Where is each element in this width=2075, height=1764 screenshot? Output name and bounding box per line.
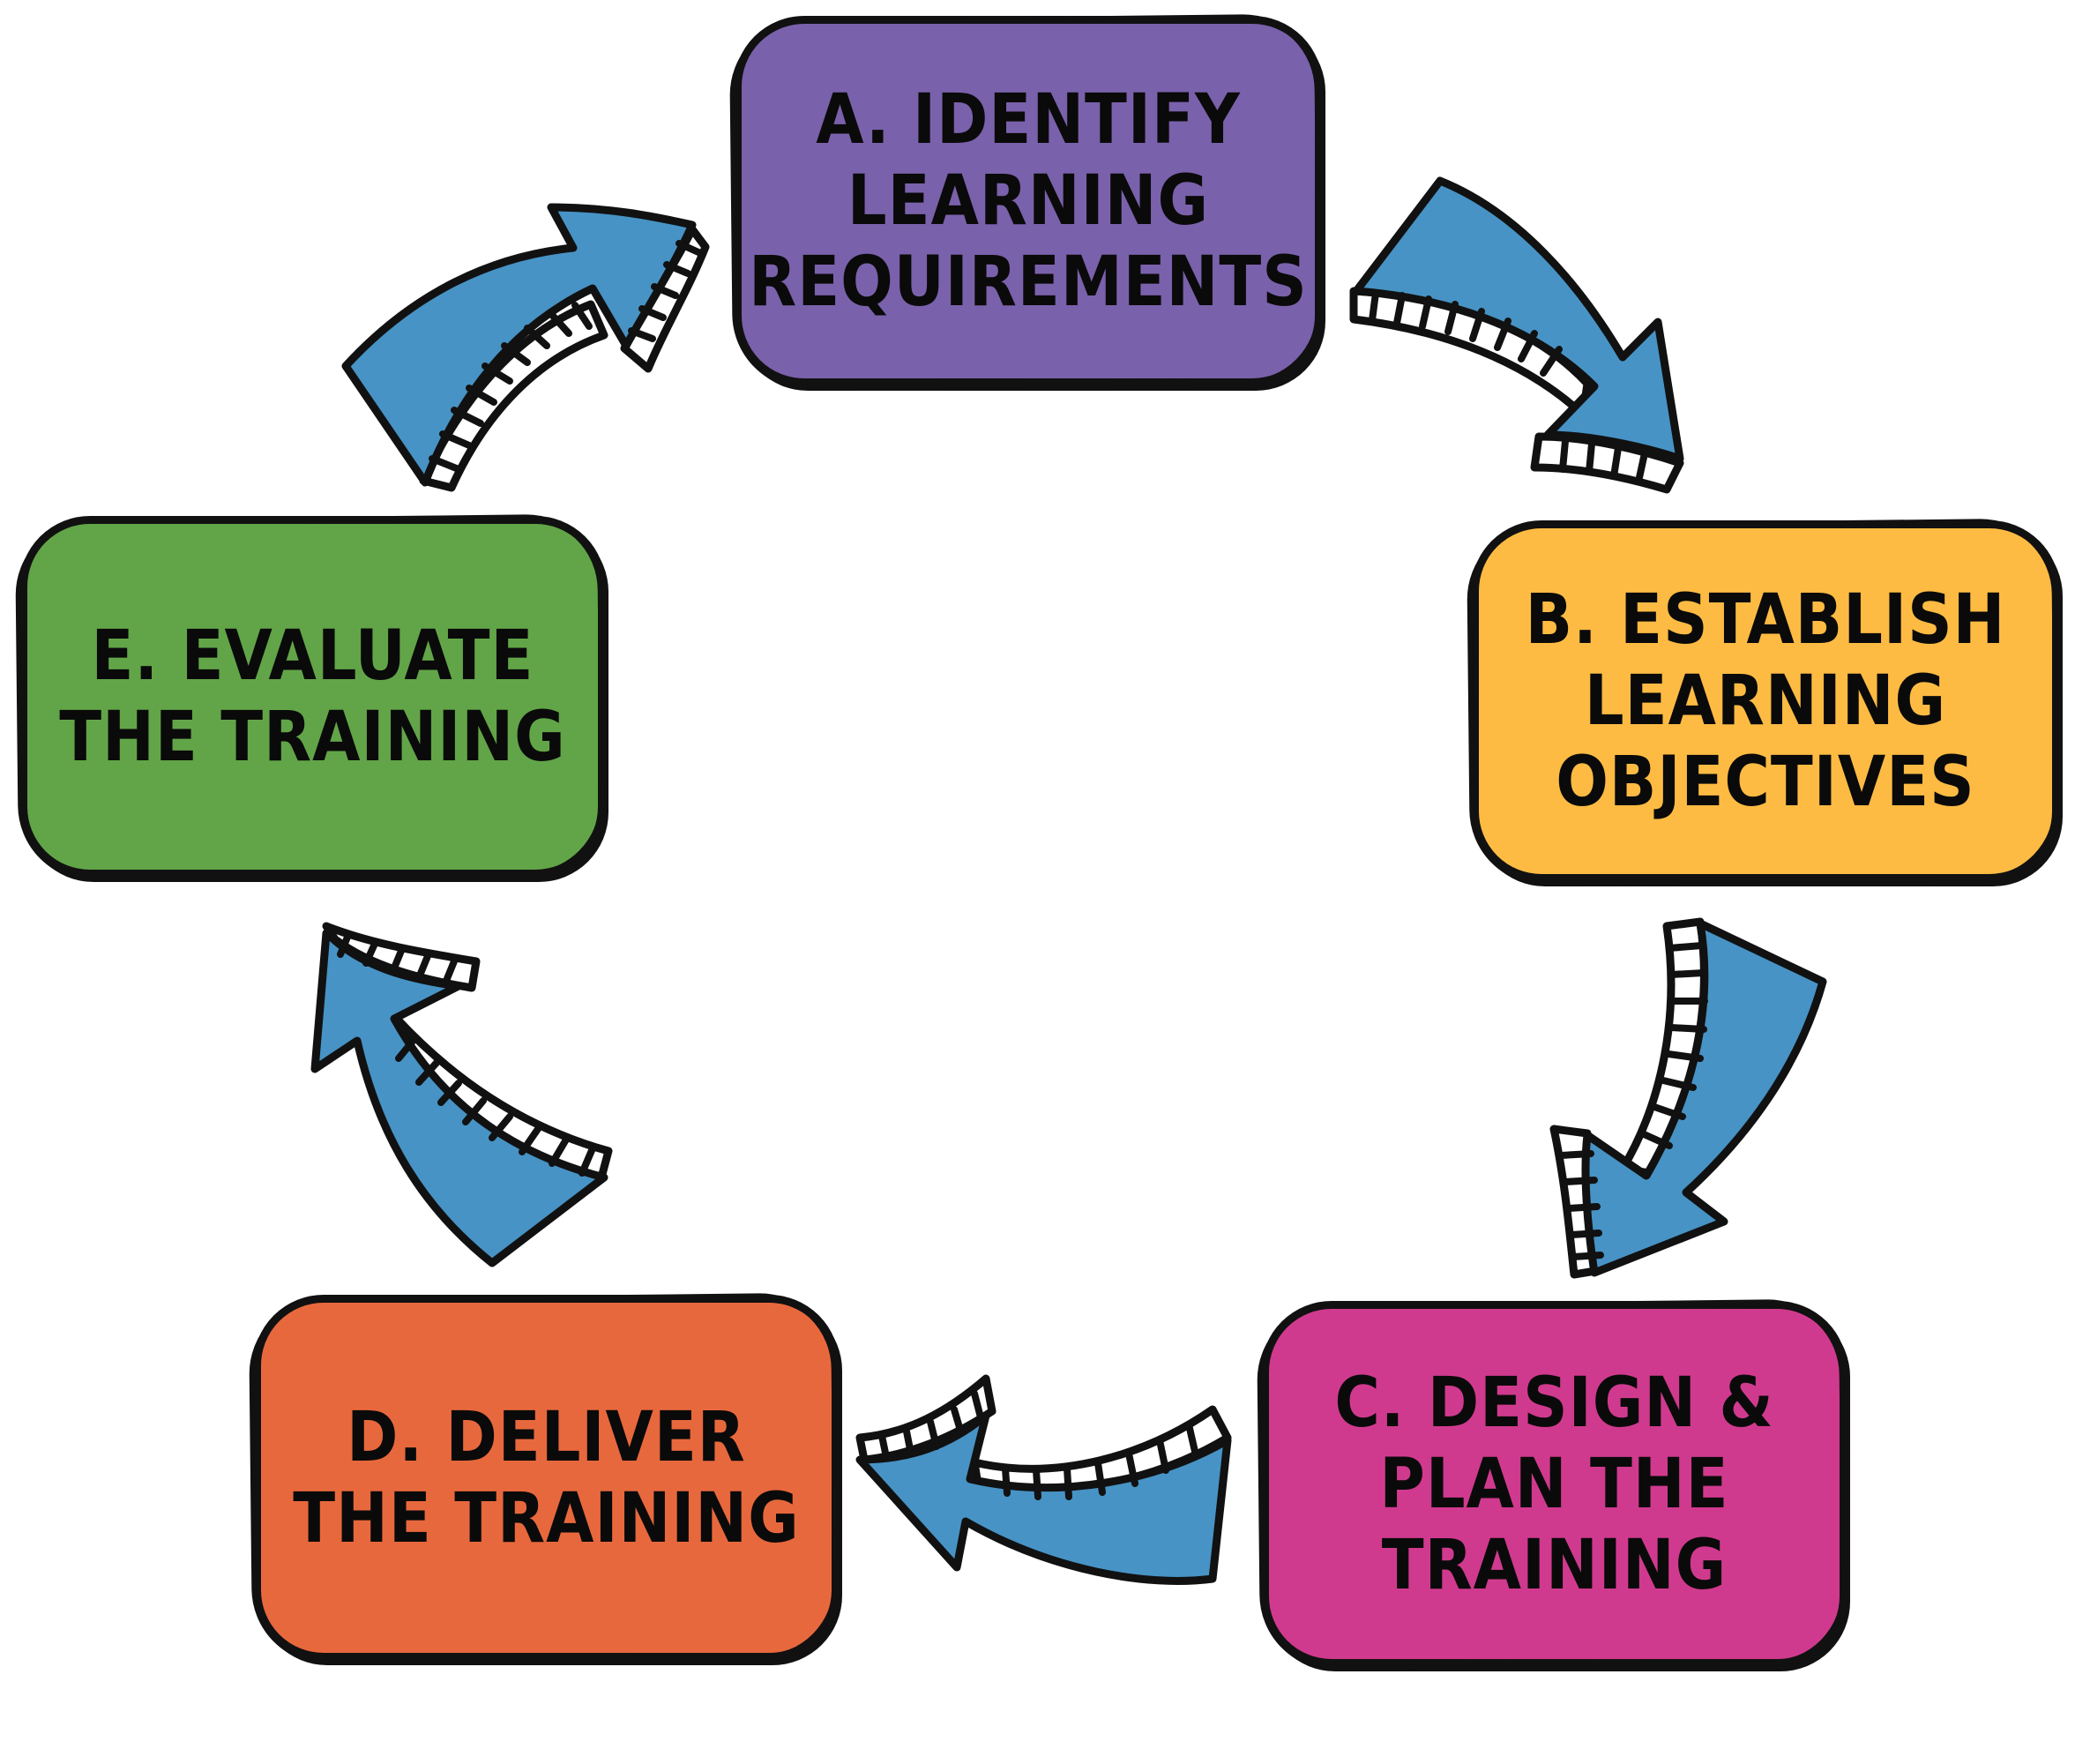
step-e-label: E. Evaluate the Training xyxy=(59,617,566,777)
arrow-c-to-d-hatching xyxy=(878,1390,1199,1500)
step-d-box: D. Deliver the Training xyxy=(248,1292,840,1665)
arrow-a-to-b-hatching xyxy=(1369,289,1648,485)
arrow-d-to-e-body xyxy=(310,929,608,1267)
arrow-e-to-a xyxy=(341,203,710,492)
step-b-label: B. Establish Learning Objectives xyxy=(1525,580,2006,822)
step-d-label: D. Deliver the Training xyxy=(293,1397,800,1558)
arrow-e-to-a-hatching xyxy=(429,240,702,473)
step-c-label: C. Design & Plan the Training xyxy=(1334,1363,1774,1605)
arrow-d-to-e-hatching xyxy=(337,931,596,1177)
arrow-b-to-c-hatching xyxy=(1557,942,1708,1260)
arrow-a-to-b xyxy=(1349,176,1684,494)
arrow-c-to-d-body xyxy=(855,1411,1232,1585)
step-e-box: E. Evaluate the Training xyxy=(14,513,606,882)
arrow-e-to-a-body xyxy=(341,203,697,487)
step-b-box: B. Establish Learning Objectives xyxy=(1466,518,2060,886)
arrow-a-to-b-body xyxy=(1352,176,1684,463)
arrow-b-to-c xyxy=(1549,917,1827,1279)
arrow-d-to-e xyxy=(310,922,613,1267)
step-c-box: C. Design & Plan the Training xyxy=(1256,1298,1847,1671)
step-a-label: A. Identify Learning Requirements xyxy=(749,80,1308,322)
arrow-b-to-c-body xyxy=(1581,919,1827,1277)
step-a-box: A. Identify Learning Requirements xyxy=(728,13,1323,391)
arrow-c-to-d xyxy=(855,1374,1232,1585)
